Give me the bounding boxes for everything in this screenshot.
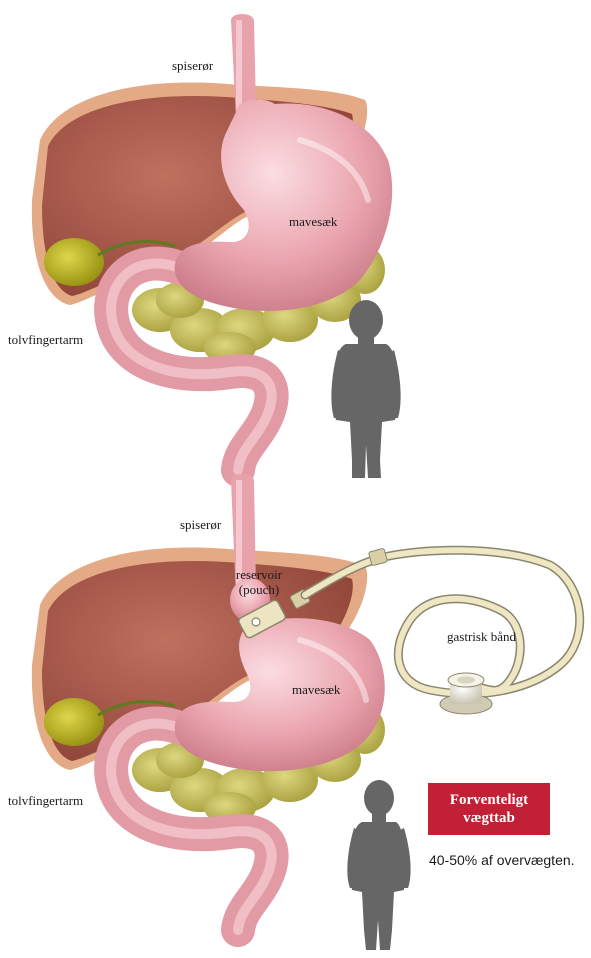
bottom-gallbladder xyxy=(44,698,104,746)
top-gallbladder xyxy=(44,238,104,286)
weight-loss-value: 40-50% af overvægten. xyxy=(429,852,575,868)
top-label-stomach: mavesæk xyxy=(289,214,337,229)
bottom-label-duodenum: tolvfingertarm xyxy=(8,793,83,808)
weight-loss-badge-line2: vægttab xyxy=(463,809,515,827)
weight-loss-badge-line1: Forventeligt xyxy=(450,791,528,809)
bottom-label-pouch: reservoir (pouch) xyxy=(227,567,291,597)
bottom-label-esophagus: spiserør xyxy=(180,517,221,532)
weight-loss-badge: Forventeligt vægttab xyxy=(428,783,550,835)
top-person-silhouette xyxy=(331,300,400,478)
bottom-label-pouch-line1: reservoir xyxy=(227,567,291,582)
bottom-person-silhouette xyxy=(347,780,410,950)
top-label-duodenum: tolvfingertarm xyxy=(8,332,83,347)
bottom-anatomy xyxy=(32,474,385,930)
bottom-label-band: gastrisk bånd xyxy=(447,629,516,644)
top-label-esophagus: spiserør xyxy=(172,58,213,73)
bottom-label-stomach: mavesæk xyxy=(292,682,340,697)
bottom-label-pouch-line2: (pouch) xyxy=(227,582,291,597)
